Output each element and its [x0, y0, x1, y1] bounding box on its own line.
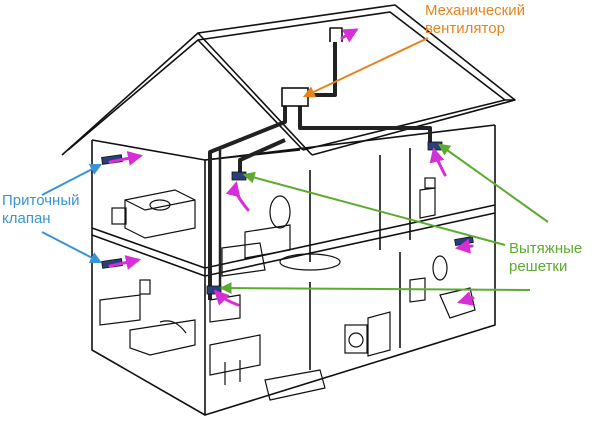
airflow-arrow: [429, 147, 447, 177]
exhaust-leader-line-3: [219, 282, 531, 295]
fan-label-line2: вентилятор: [425, 20, 505, 37]
intake-leader-line-bottom: [41, 231, 103, 264]
leader-lines: [41, 37, 549, 295]
vent-grilles: [101, 141, 474, 295]
fan-label-line1: Механический: [425, 2, 525, 19]
intake-valve-right-upper: [454, 236, 474, 246]
airflow-arrow: [455, 238, 474, 254]
airflow-arrow: [108, 255, 141, 270]
exhaust-leader-line-1: [438, 143, 549, 223]
intake-leader-line-top: [41, 163, 103, 196]
exhaust-label-line2: решетки: [509, 258, 568, 275]
house-outline: [61, 4, 516, 416]
exhaust-grille-bath: [231, 171, 247, 181]
fan-label: Механический вентилятор: [425, 2, 525, 38]
mechanical-fan-unit: [281, 87, 309, 107]
airflow-arrow: [225, 181, 250, 212]
intake-label: Приточный клапан: [2, 192, 79, 228]
airflow-arrow: [108, 150, 143, 166]
airflow-arrow: [213, 289, 240, 307]
fan-leader-line: [302, 37, 429, 98]
exhaust-leader-line-2: [242, 171, 506, 246]
airflow-arrow: [457, 291, 475, 306]
airflow-arrows: [108, 28, 475, 307]
room-details: [99, 177, 476, 401]
intake-label-line1: Приточный: [2, 192, 80, 209]
exhaust-label: Вытяжные решетки: [509, 240, 582, 276]
exhaust-label-line1: Вытяжные: [509, 240, 583, 257]
airflow-arrow: [340, 28, 359, 43]
intake-label-line2: клапан: [2, 210, 51, 227]
